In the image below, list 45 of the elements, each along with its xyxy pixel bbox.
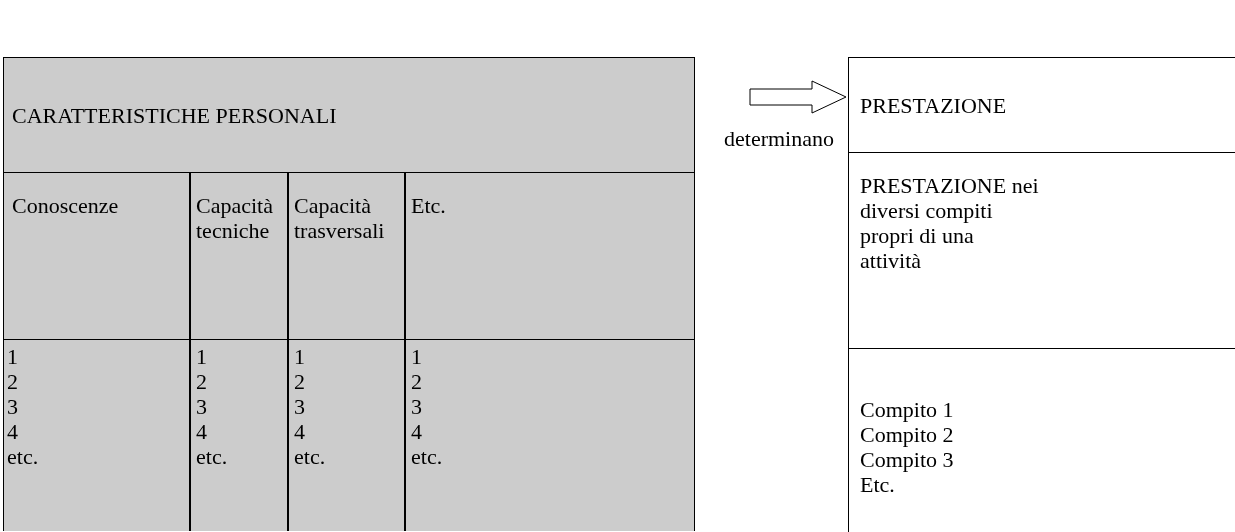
table-cell bbox=[848, 57, 1235, 152]
cell-text: 1 bbox=[196, 344, 208, 369]
cell-text: PRESTAZIONE nei diversi compiti propri di una attività bbox=[860, 173, 1040, 273]
table-cell bbox=[405, 172, 695, 339]
table-cell bbox=[848, 152, 1235, 348]
cell-text: Compito 3 bbox=[860, 447, 955, 472]
cell-text: 3 bbox=[294, 394, 306, 419]
cell-text: 2 bbox=[196, 369, 208, 394]
cell-text: 1 bbox=[411, 344, 423, 369]
cell-text: 4 bbox=[294, 419, 306, 444]
table-cell bbox=[288, 172, 405, 339]
cell-text: Capacità tecniche bbox=[196, 193, 274, 243]
table-cell bbox=[3, 172, 190, 339]
cell-text: etc. bbox=[411, 444, 444, 469]
table-cell bbox=[405, 339, 695, 531]
table-cell bbox=[3, 57, 695, 172]
cell-text: 2 bbox=[294, 369, 306, 394]
block-arrow bbox=[749, 80, 847, 114]
cell-text: PRESTAZIONE bbox=[860, 92, 1008, 118]
cell-text: Capacità trasversali bbox=[294, 193, 386, 243]
cell-text: CARATTERISTICHE PERSONALI bbox=[12, 102, 338, 128]
table-cell bbox=[288, 339, 405, 531]
cell-text: 4 bbox=[7, 419, 19, 444]
cell-text: Etc. bbox=[411, 193, 447, 218]
cell-text: etc. bbox=[7, 444, 40, 469]
cell-text: 4 bbox=[196, 419, 208, 444]
table-cell bbox=[190, 172, 288, 339]
cell-text: 1 bbox=[294, 344, 306, 369]
table-cell bbox=[848, 348, 1235, 532]
cell-text: etc. bbox=[196, 444, 229, 469]
cell-text: 4 bbox=[411, 419, 423, 444]
cell-text: etc. bbox=[294, 444, 327, 469]
table-cell bbox=[190, 339, 288, 531]
cell-text: Compito 1 bbox=[860, 397, 955, 422]
cell-text: Etc. bbox=[860, 472, 896, 497]
cell-text: 2 bbox=[411, 369, 423, 394]
edge-label: determinano bbox=[724, 126, 834, 152]
cell-text: Compito 2 bbox=[860, 422, 955, 447]
table-cell bbox=[3, 339, 190, 531]
cell-text: 3 bbox=[196, 394, 208, 419]
cell-text: 2 bbox=[7, 369, 19, 394]
cell-text: 3 bbox=[7, 394, 19, 419]
cell-text: 3 bbox=[411, 394, 423, 419]
cell-text: Conoscenze bbox=[12, 193, 120, 218]
cell-text: 1 bbox=[7, 344, 19, 369]
